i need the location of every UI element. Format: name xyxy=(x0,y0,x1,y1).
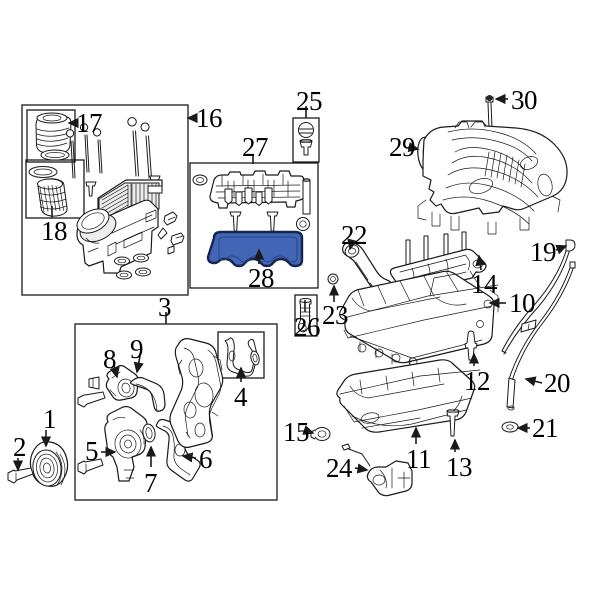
valve-cover-stud xyxy=(302,179,311,215)
valve-cover-grommet xyxy=(296,217,310,231)
cooler-sensor-parts xyxy=(157,211,185,255)
oil-dipstick xyxy=(501,239,576,355)
box-27 xyxy=(189,162,319,289)
oil-pan-bolt xyxy=(446,410,460,437)
callout-label-22: 22 xyxy=(341,220,368,250)
pulley-bolt xyxy=(7,467,34,484)
callout-label-7: 7 xyxy=(144,468,158,498)
leader-8 xyxy=(109,364,120,379)
thermostat-bolt xyxy=(77,391,106,408)
oil-filler-cap-part xyxy=(298,122,314,156)
leader-22 xyxy=(347,238,358,251)
cooler-bolts xyxy=(65,117,152,179)
dipstick-tube-seal xyxy=(501,421,519,433)
callout-label-8: 8 xyxy=(103,344,117,374)
callout-label-13: 13 xyxy=(446,452,473,482)
oil-pan-fasteners xyxy=(310,330,478,441)
dipstick-parts xyxy=(501,239,576,433)
leader-9 xyxy=(133,355,144,374)
oil-filler-tube-part xyxy=(297,298,312,333)
callout-label-4: 4 xyxy=(234,382,248,412)
callout-label-9: 9 xyxy=(130,334,144,364)
valve-cover-bosses xyxy=(224,187,273,206)
leader-15 xyxy=(302,425,315,435)
callout-label-3: 3 xyxy=(158,292,172,322)
callout-label-10: 10 xyxy=(509,288,536,318)
callout-label-2: 2 xyxy=(13,432,27,462)
oil-level-sensor-part xyxy=(341,443,413,497)
dipstick-tube xyxy=(506,261,576,411)
group-boxes xyxy=(21,104,320,501)
leader-29 xyxy=(407,142,420,153)
cooler-short-bolt-1 xyxy=(85,181,97,197)
callout-label-25: 25 xyxy=(296,86,323,116)
callout-label-5: 5 xyxy=(85,436,99,466)
timing-cover-group xyxy=(77,337,260,482)
oil-filter-cap-part xyxy=(35,112,72,161)
callout-label-23: 23 xyxy=(322,300,349,330)
callout-label-12: 12 xyxy=(464,366,491,396)
intake-manifold-part xyxy=(417,95,568,235)
leader-20 xyxy=(524,376,543,387)
callout-label-29: 29 xyxy=(389,132,416,162)
water-pump-o-ring-part xyxy=(142,423,156,443)
callout-label-28: 28 xyxy=(248,263,275,293)
callout-label-26: 26 xyxy=(294,312,321,342)
leader-6 xyxy=(181,452,197,463)
callout-label-15: 15 xyxy=(283,417,310,447)
callout-leaders xyxy=(12,93,568,474)
pickup-tube-o-ring xyxy=(327,273,339,285)
box-16 xyxy=(21,104,189,296)
box-17 xyxy=(26,109,76,163)
valve-cover-gasket-highlight xyxy=(206,230,304,268)
timing-cover-part xyxy=(169,338,224,448)
crank-pulley-part xyxy=(7,441,69,487)
cooler-seal-rings xyxy=(114,253,151,280)
water-pump-bolt xyxy=(77,458,104,475)
box-3 xyxy=(74,323,278,501)
water-pump-tube-part xyxy=(129,376,166,413)
box-26 xyxy=(294,294,318,337)
callout-label-27: 27 xyxy=(242,132,269,162)
callout-label-17: 17 xyxy=(76,108,103,138)
timing-cover-seal-inset xyxy=(224,337,260,377)
valve-cover-bolt-1 xyxy=(229,211,242,232)
callout-label-6: 6 xyxy=(199,444,213,474)
callout-label-11: 11 xyxy=(406,444,432,474)
valve-cover-part xyxy=(192,170,311,232)
oil-drain-plug-gasket xyxy=(310,427,331,441)
callout-label-30: 30 xyxy=(511,85,538,115)
callout-label-21: 21 xyxy=(532,413,559,443)
lower-oil-pan-part xyxy=(336,359,481,433)
leader-24 xyxy=(354,463,369,474)
upper-oil-pan-part xyxy=(339,270,499,368)
callout-label-20: 20 xyxy=(544,368,571,398)
oil-cooler-assembly-part xyxy=(65,117,185,280)
oil-filter-element-part xyxy=(28,166,68,217)
callout-label-1: 1 xyxy=(43,404,57,434)
callout-label-19: 19 xyxy=(530,237,557,267)
leader-14 xyxy=(475,254,486,271)
callout-label-14: 14 xyxy=(471,269,498,299)
water-pump-part xyxy=(77,405,148,482)
callout-label-24: 24 xyxy=(326,453,353,483)
leader-19 xyxy=(555,244,568,255)
valve-cover-bolt-2 xyxy=(266,211,279,232)
callout-label-16: 16 xyxy=(196,103,223,133)
intake-manifold-bolt xyxy=(485,95,494,129)
callout-label-18: 18 xyxy=(41,216,68,246)
